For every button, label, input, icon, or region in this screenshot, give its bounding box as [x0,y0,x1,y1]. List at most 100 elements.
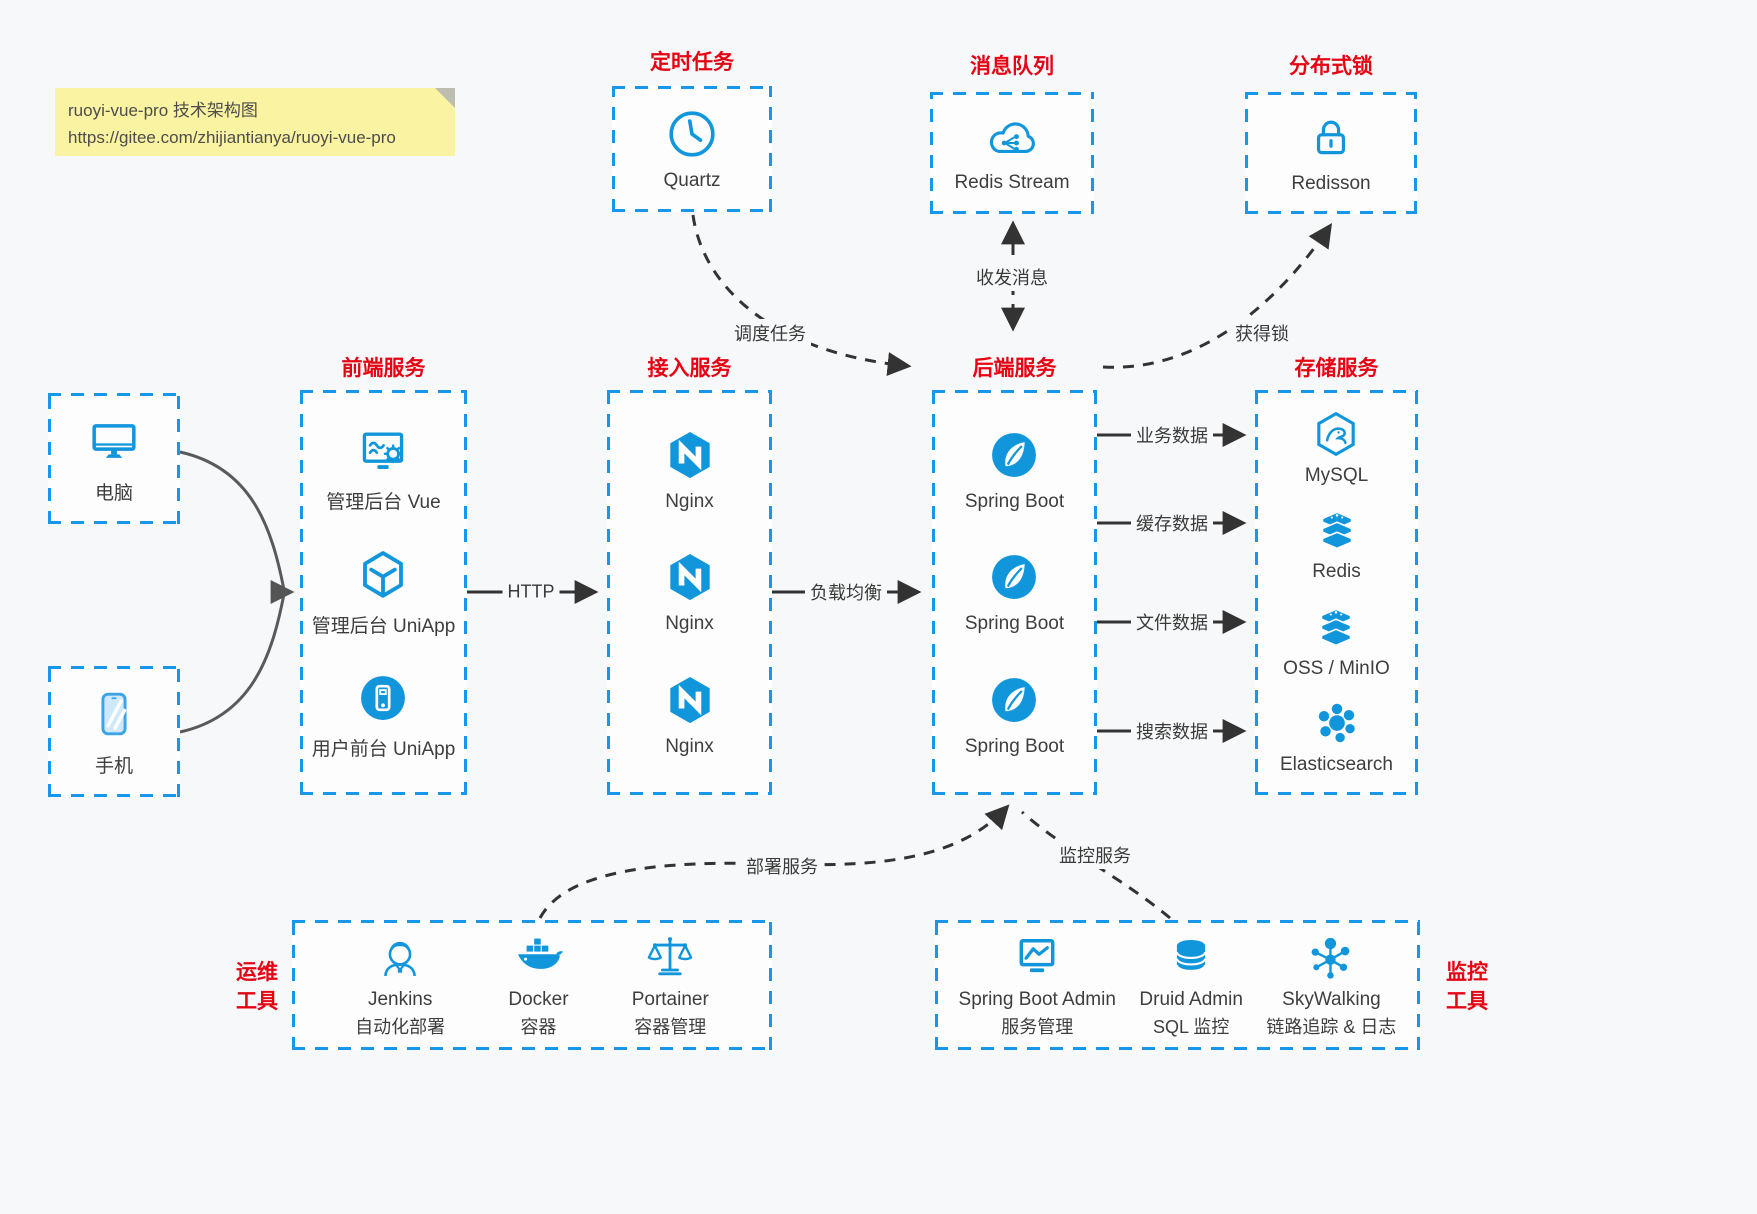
component-nginx-1: Nginx [663,428,717,513]
component-user-uniapp: 用户前台 UniApp [312,671,455,761]
tool-name: Spring Boot Admin [958,989,1116,1010]
component-skywalking: SkyWalking 链路追踪 & 日志 [1266,931,1396,1039]
component-docker: Docker 容器 [508,931,569,1039]
ops-tools-label-line1: 运维 [236,961,278,984]
edge-schedule-task [691,214,912,376]
edge-label-messaging: 收发消息 [971,263,1053,291]
spring-boot-icon [987,673,1041,727]
mysql-icon [1311,409,1361,459]
edge-label-http: HTTP [502,580,560,604]
component-label: OSS / MinIO [1283,657,1390,679]
component-label: Spring Boot [964,613,1065,634]
cube-icon [356,548,410,602]
tool-desc: 链路追踪 & 日志 [1266,1017,1397,1037]
component-redisson: Redisson [1291,112,1371,195]
edge-label-business-data: 业务数据 [1131,421,1213,449]
note-title: ruoyi-vue-pro 技术架构图 [68,101,258,120]
component-springboot-2: Spring Boot [965,550,1064,635]
client-pc: 电脑 [86,413,142,505]
lock-icon [1305,112,1357,164]
component-admin-uniapp: 管理后台 UniApp [311,548,456,638]
tool-desc: SQL 监控 [1152,1017,1230,1037]
edge-label-load-balance: 负载均衡 [805,578,887,606]
group-title-mq: 消息队列 [970,55,1054,78]
group-box-lock: Redisson [1245,92,1417,214]
client-label: 手机 [94,755,133,777]
edge-label-lock: 获得锁 [1230,319,1294,347]
edge-phone-to-frontend [179,593,286,734]
component-nginx-3: Nginx [663,673,717,758]
tool-desc: 自动化部署 [355,1017,446,1037]
group-box-mq: Redis Stream [930,92,1094,214]
group-box-pc: 电脑 [48,393,180,524]
edge-label-search-data: 搜索数据 [1131,717,1213,745]
component-label: MySQL [1304,464,1369,486]
group-title-backend: 后端服务 [972,357,1057,380]
docker-whale-icon [512,931,564,983]
group-title-frontend: 前端服务 [341,357,426,380]
component-label: Quartz [663,169,721,191]
component-springboot-3: Spring Boot [965,673,1064,758]
group-box-monitor: Spring Boot Admin 服务管理 Druid Admin SQL 监… [935,920,1420,1050]
nginx-icon [663,550,717,604]
edge-label-file-data: 文件数据 [1131,608,1213,636]
component-label: Elasticsearch [1280,754,1393,776]
monitor-chart-icon [1011,931,1063,983]
group-box-phone: 手机 [48,666,180,797]
client-label: 电脑 [94,482,133,504]
scales-icon [644,931,696,983]
elasticsearch-icon [1312,698,1362,748]
edge-monitoring [1020,810,1171,920]
mobile-phone-icon [86,686,142,742]
edge-acquire-lock [1102,223,1333,369]
group-box-scheduled: Quartz [612,86,772,212]
client-phone: 手机 [86,686,142,778]
ops-tools-label-line2: 工具 [236,990,278,1014]
monitor-tools-label: 监控 工具 [1432,958,1502,1017]
database-icon [1165,931,1217,983]
group-box-storage: MySQL Redis OSS / MinIO Elasticsearch [1255,390,1418,795]
group-title-gateway: 接入服务 [647,357,732,380]
edge-label-monitoring: 监控服务 [1054,841,1136,869]
edge-label-schedule: 调度任务 [729,319,811,347]
cloud-stream-icon [983,113,1041,163]
component-oss-minio: OSS / MinIO [1283,602,1390,680]
component-quartz: Quartz [663,107,721,192]
group-title-storage: 存储服务 [1294,357,1379,380]
tool-desc: 服务管理 [1001,1017,1074,1037]
component-redis-stream: Redis Stream [954,113,1070,194]
note-url: https://gitee.com/zhijiantianya/ruoyi-vu… [68,128,396,148]
nginx-icon [663,673,717,727]
monitor-tools-label-line2: 工具 [1446,990,1488,1014]
tool-name: Druid Admin [1139,989,1243,1010]
component-label: Redis Stream [954,171,1070,193]
component-springboot-1: Spring Boot [965,428,1064,513]
component-label: Nginx [665,490,714,512]
group-title-lock: 分布式锁 [1289,55,1373,78]
edge-label-deploy: 部署服务 [741,852,823,880]
component-label: Redisson [1291,172,1371,194]
desktop-icon [86,413,142,469]
component-label: Spring Boot [964,490,1065,512]
component-label: 管理后台 Vue [326,491,441,513]
component-label: 管理后台 UniApp [311,615,456,637]
redis-stack-icon [1312,505,1362,555]
component-mysql: MySQL [1305,409,1368,487]
storage-stack-icon [1311,602,1361,652]
component-portainer: Portainer 容器管理 [632,931,709,1039]
group-box-backend: Spring Boot Spring Boot Spring Boot [932,390,1097,795]
clock-icon [665,107,719,161]
group-title-scheduled: 定时任务 [650,51,734,74]
network-hub-icon [1305,931,1357,983]
component-redis: Redis [1312,505,1362,583]
component-jenkins: Jenkins 自动化部署 [355,931,445,1039]
spring-boot-icon [987,428,1041,482]
sticky-note: ruoyi-vue-pro 技术架构图 https://gitee.com/zh… [55,88,455,156]
component-label: Spring Boot [964,735,1065,757]
admin-screen-gear-icon [356,424,410,478]
component-nginx-2: Nginx [663,550,717,635]
jenkins-icon [374,931,426,983]
group-box-frontend: 管理后台 Vue 管理后台 UniApp 用户前台 UniApp [300,390,467,795]
